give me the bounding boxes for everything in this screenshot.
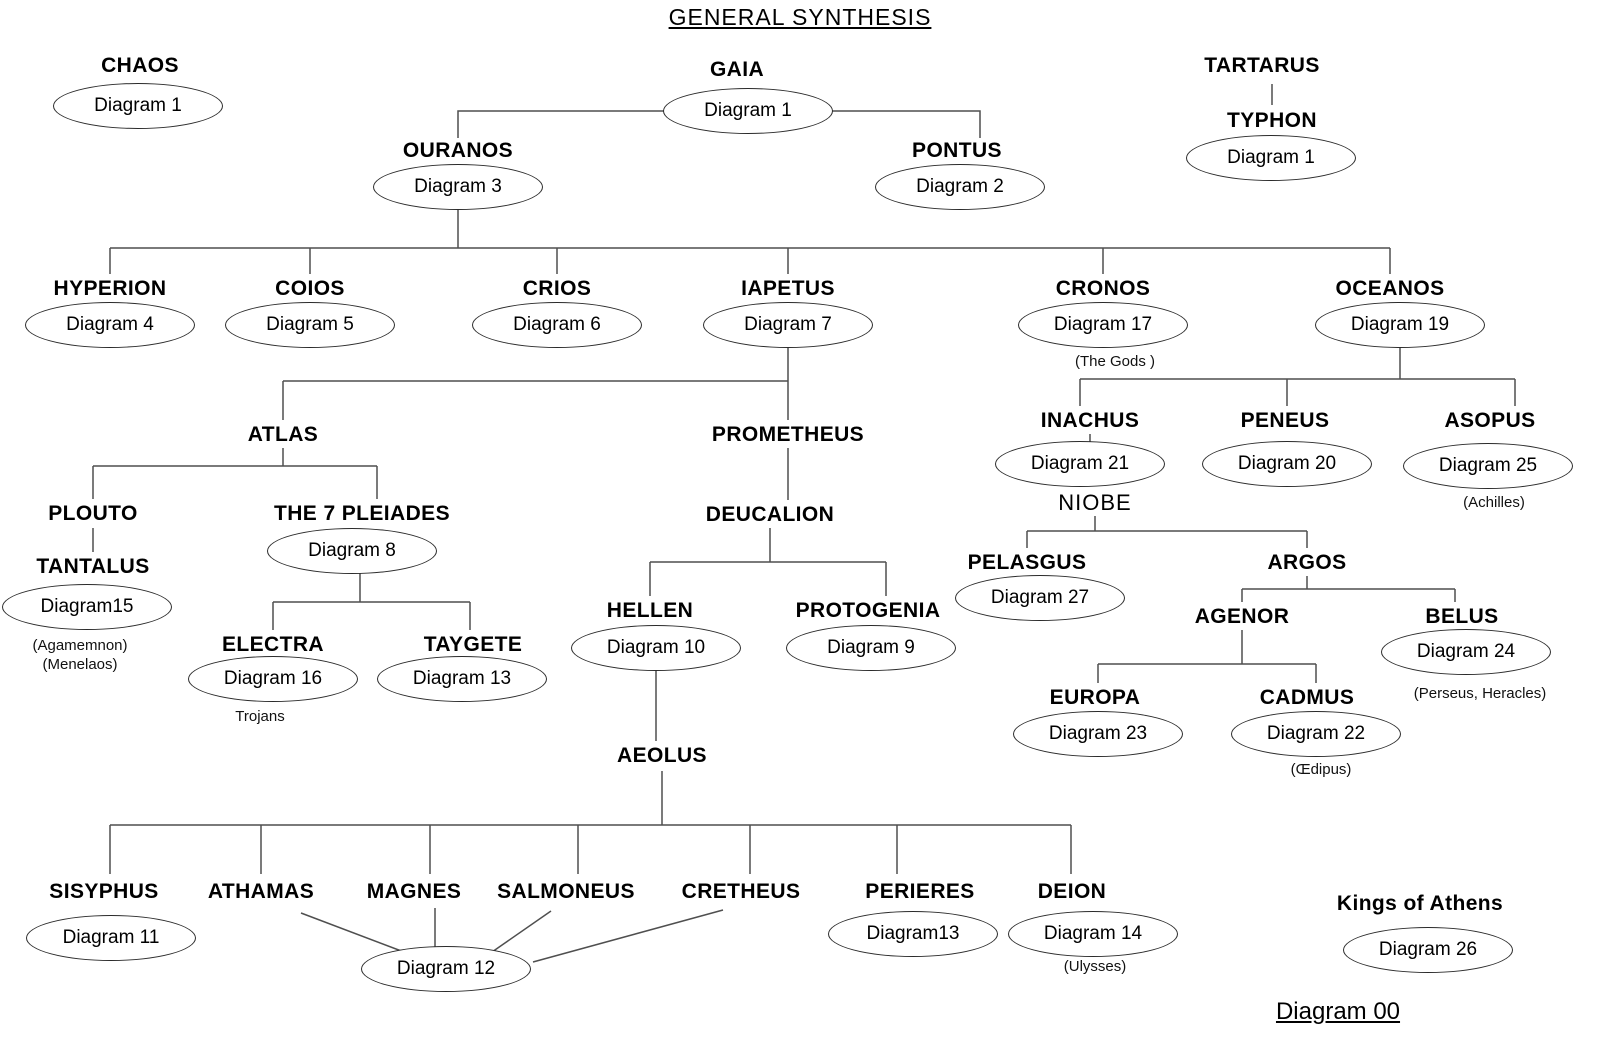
node-label-oceanos: OCEANOS — [1335, 277, 1445, 300]
diagram-ref-taygete[interactable]: Diagram 13 — [377, 656, 547, 702]
node-label-magnes: MAGNES — [366, 880, 462, 903]
node-label-tartarus: TARTARUS — [1204, 54, 1320, 77]
connector-line-57 — [300, 912, 405, 953]
connector-line-60 — [532, 909, 724, 963]
node-label-inachus: INACHUS — [1040, 409, 1140, 432]
diagram-ref-belus[interactable]: Diagram 24 — [1381, 629, 1551, 675]
connector-line-0 — [457, 110, 668, 138]
diagram-ref-europa[interactable]: Diagram 23 — [1013, 711, 1183, 757]
node-label-agenor: AGENOR — [1194, 605, 1290, 628]
node-label-taygete: TAYGETE — [423, 633, 523, 656]
diagram-ref-typhon[interactable]: Diagram 1 — [1186, 135, 1356, 181]
footer-diagram-ref: Diagram 00 — [1275, 998, 1401, 1025]
diagram-ref-kings-of-athens[interactable]: Diagram 26 — [1343, 927, 1513, 973]
diagram-ref-asopus[interactable]: Diagram 25 — [1403, 443, 1573, 489]
connector-line-59 — [491, 910, 552, 953]
node-label-ouranos: OURANOS — [402, 139, 514, 162]
node-label-pelasgus: PELASGUS — [967, 551, 1087, 574]
node-label-deion: DEION — [1037, 880, 1107, 903]
diagram-ref-cronos[interactable]: Diagram 17 — [1018, 302, 1188, 348]
diagram-ref-oceanos[interactable]: Diagram 19 — [1315, 302, 1485, 348]
diagram-ref-iapetus[interactable]: Diagram 7 — [703, 302, 873, 348]
node-label-plouto: PLOUTO — [48, 502, 138, 525]
node-label-crios: CRIOS — [522, 277, 592, 300]
node-label-perieres: PERIERES — [865, 880, 975, 903]
node-note-cadmus-0: (Œdipus) — [1290, 761, 1352, 778]
diagram-ref-deion[interactable]: Diagram 14 — [1008, 911, 1178, 957]
node-label-cadmus: CADMUS — [1259, 686, 1355, 709]
diagram-ref-inachus[interactable]: Diagram 21 — [995, 441, 1165, 487]
node-label-tantalus: TANTALUS — [36, 555, 150, 578]
diagram-ref-pleiades[interactable]: Diagram 8 — [267, 528, 437, 574]
node-label-kings-of-athens: Kings of Athens — [1336, 892, 1504, 915]
diagram-ref-coios[interactable]: Diagram 5 — [225, 302, 395, 348]
node-label-asopus: ASOPUS — [1444, 409, 1536, 432]
node-label-europa: EUROPA — [1049, 686, 1141, 709]
diagram-ref-ouranos[interactable]: Diagram 3 — [373, 164, 543, 210]
node-label-niobe: NIOBE — [1058, 490, 1132, 515]
diagram-ref-pontus[interactable]: Diagram 2 — [875, 164, 1045, 210]
node-label-gaia: GAIA — [709, 58, 765, 81]
node-label-hyperion: HYPERION — [53, 277, 167, 300]
node-note-electra-0: Trojans — [235, 708, 285, 725]
diagram-ref-gaia[interactable]: Diagram 1 — [663, 88, 833, 134]
node-label-electra: ELECTRA — [222, 633, 324, 656]
diagram-ref-electra[interactable]: Diagram 16 — [188, 656, 358, 702]
node-label-deucalion: DEUCALION — [705, 503, 835, 526]
diagram-ref-crios[interactable]: Diagram 6 — [472, 302, 642, 348]
diagram-ref-chaos[interactable]: Diagram 1 — [53, 83, 223, 129]
node-label-protogenia: PROTOGENIA — [795, 599, 941, 622]
diagram-ref-diagram12[interactable]: Diagram 12 — [361, 946, 531, 992]
diagram-ref-peneus[interactable]: Diagram 20 — [1202, 441, 1372, 487]
node-label-pontus: PONTUS — [912, 139, 1002, 162]
node-note-tantalus-1: (Menelaos) — [42, 656, 118, 673]
diagram-ref-sisyphus[interactable]: Diagram 11 — [26, 915, 196, 961]
node-label-aeolus: AEOLUS — [617, 744, 707, 767]
diagram-ref-cadmus[interactable]: Diagram 22 — [1231, 711, 1401, 757]
node-note-asopus-0: (Achilles) — [1463, 494, 1525, 511]
node-label-hellen: HELLEN — [606, 599, 694, 622]
node-label-peneus: PENEUS — [1240, 409, 1330, 432]
diagram-ref-protogenia[interactable]: Diagram 9 — [786, 625, 956, 671]
node-label-coios: COIOS — [275, 277, 345, 300]
node-label-sisyphus: SISYPHUS — [49, 880, 159, 903]
node-label-salmoneus: SALMONEUS — [497, 880, 635, 903]
connector-line-1 — [830, 110, 981, 138]
node-label-typhon: TYPHON — [1227, 109, 1317, 132]
node-note-deion-0: (Ulysses) — [1063, 958, 1127, 975]
node-label-chaos: CHAOS — [101, 54, 179, 77]
node-label-pleiades: THE 7 PLEIADES — [274, 502, 450, 525]
node-label-athamas: ATHAMAS — [207, 880, 315, 903]
node-note-tantalus-0: (Agamemnon) — [32, 637, 128, 654]
diagram-ref-tantalus[interactable]: Diagram15 — [2, 584, 172, 630]
node-label-atlas: ATLAS — [247, 423, 319, 446]
diagram-ref-hyperion[interactable]: Diagram 4 — [25, 302, 195, 348]
node-label-cronos: CRONOS — [1055, 277, 1151, 300]
node-label-prometheus: PROMETHEUS — [711, 423, 865, 446]
diagram-title: GENERAL SYNTHESIS — [668, 4, 932, 30]
node-label-iapetus: IAPETUS — [741, 277, 835, 300]
node-label-argos: ARGOS — [1267, 551, 1347, 574]
node-label-belus: BELUS — [1425, 605, 1499, 628]
diagram-ref-pelasgus[interactable]: Diagram 27 — [955, 575, 1125, 621]
diagram-ref-perieres[interactable]: Diagram13 — [828, 911, 998, 957]
node-note-cronos-0: (The Gods ) — [1074, 353, 1156, 370]
diagram-ref-hellen[interactable]: Diagram 10 — [571, 625, 741, 671]
node-label-cretheus: CRETHEUS — [681, 880, 801, 903]
node-note-belus-0: (Perseus, Heracles) — [1413, 685, 1547, 702]
